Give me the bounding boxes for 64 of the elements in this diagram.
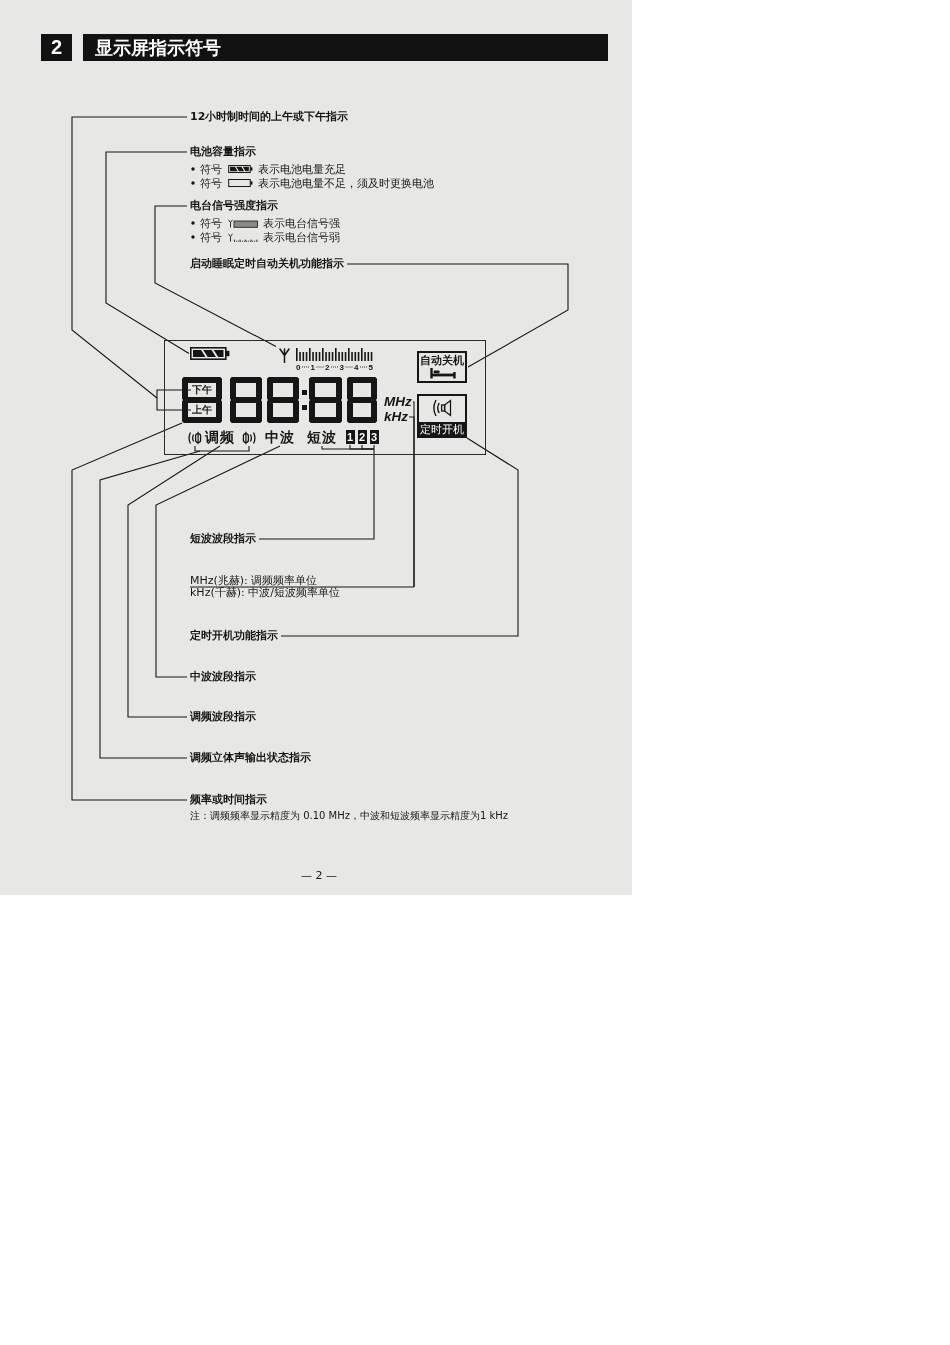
antenna-icon — [279, 348, 290, 363]
scale-number: 1 — [310, 363, 315, 372]
leader-line — [105, 151, 190, 355]
leader-line — [154, 205, 277, 348]
callout-label: 频率或时间指示 — [190, 794, 267, 806]
bullet-text: 表示电池电量充足 — [258, 163, 346, 175]
leader-line — [280, 437, 519, 637]
leader-line — [258, 448, 375, 540]
section-number: 2 — [41, 34, 72, 61]
callout-label: 定时开机功能指示 — [190, 630, 278, 642]
bullet-text: 表示电池电量不足，须及时更换电池 — [258, 177, 434, 189]
symbol-label: 符号 — [200, 177, 222, 189]
symbol-label: 符号 — [200, 217, 222, 229]
callout-label: 调频立体声输出状态指示 — [190, 752, 311, 764]
leader-line — [373, 444, 375, 450]
leader-line — [194, 445, 201, 452]
callout-label: 中波波段指示 — [190, 671, 256, 683]
symbol-label: 符号 — [200, 231, 222, 243]
band-number: 1 — [345, 430, 355, 444]
leader-line — [155, 445, 281, 678]
leader-line — [199, 445, 250, 452]
callout-label: 短波波段指示 — [190, 533, 256, 545]
band-label: 中波 — [265, 429, 295, 445]
stereo-icon — [187, 431, 203, 445]
scale-number: 3 — [339, 363, 344, 372]
sleep-timer-indicator — [417, 351, 467, 383]
leader-line — [189, 586, 415, 588]
band-number: 2 — [357, 430, 367, 444]
callout-heading: 电池容量指示 — [190, 146, 257, 158]
scale-number: 5 — [368, 363, 373, 372]
stereo-icon — [241, 431, 257, 445]
leader-line — [156, 389, 192, 399]
leader-line — [71, 422, 188, 801]
battery-icon — [190, 347, 230, 360]
callout-label: 调频波段指示 — [190, 711, 256, 723]
callout-heading: 电台信号强度指示 — [190, 200, 279, 212]
scale-number: 2 — [325, 363, 330, 372]
unit-label: kHz — [384, 410, 408, 424]
unit-note: kHz(千赫): 中波/短波频率单位 — [190, 587, 340, 599]
callout-label: 启动睡眠定时自动关机功能指示 — [190, 258, 344, 270]
leader-line — [346, 263, 569, 368]
unit-note: MHz(兆赫): 调频频率单位 — [190, 575, 318, 587]
scale-number: 0 — [296, 363, 301, 372]
leader-line — [408, 416, 415, 588]
symbol-label: 符号 — [200, 163, 222, 175]
section-title: 显示屏指示符号 — [83, 34, 608, 61]
leader-line — [361, 444, 375, 450]
band-label: 短波 — [307, 429, 337, 445]
am-pm-label: 下午 — [192, 384, 212, 396]
note-text: 注：调频频率显示精度为 0.10 MHz，中波和短波频率显示精度为1 kHz — [190, 810, 509, 822]
am-pm-label: 上午 — [192, 404, 212, 416]
band-label: 调频 — [205, 429, 235, 445]
lcd-screen — [164, 340, 486, 455]
alarm-timer-indicator — [417, 394, 467, 438]
scale-number: 4 — [354, 363, 359, 372]
band-number: 3 — [369, 430, 379, 444]
bullet-text: 表示电台信号弱 — [263, 231, 340, 243]
bullet-text: 表示电台信号强 — [263, 217, 340, 229]
page-number: — 2 — — [301, 869, 337, 882]
indicator-label: 自动关机 — [419, 354, 465, 366]
leader-line — [127, 445, 221, 718]
unit-label: MHz — [384, 395, 412, 409]
indicator-label: 定时开机 — [419, 422, 465, 436]
callout-label: 12小时制时间的上午或下午指示 — [190, 111, 349, 123]
